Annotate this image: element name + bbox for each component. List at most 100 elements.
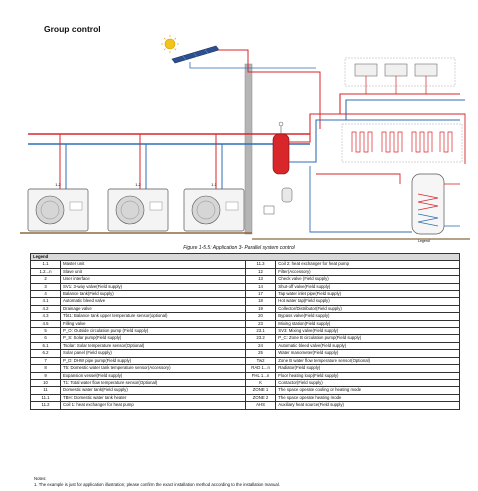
legend-description: TBH: Domestic water tank heater [60, 393, 246, 403]
legend-code: 1.1 [29, 260, 62, 269]
balance-tank [272, 121, 290, 175]
expansion-vessel [281, 187, 293, 203]
legend-code: ZONE 1 [244, 386, 277, 395]
legend-code: 10 [29, 378, 62, 388]
legend-code: 7 [29, 356, 62, 366]
legend-code: 13 [244, 275, 277, 284]
legend-code: 11 [29, 386, 62, 395]
legend-description: Tap water inlet pipe(Field supply) [275, 290, 460, 299]
legend-code: 3 [29, 282, 62, 292]
legend-description: Coil 2: heat exchanger for heat pump [275, 260, 460, 269]
legend-code: 4.3 [29, 312, 62, 321]
legend-description: Drainage valve [60, 304, 246, 314]
legend-code: 5 [29, 327, 62, 336]
legend-code: 4.2 [29, 304, 62, 314]
page-title: Group control [44, 24, 101, 34]
legend-code: 23.2 [244, 334, 277, 343]
legend-description: P_D: DHW pipe pump(Field supply) [60, 356, 246, 366]
legend-code: 19 [244, 304, 277, 314]
legend-code: 18 [244, 297, 277, 306]
legend-description: Slave unit [60, 267, 246, 277]
legend-description: Coil 1: heat exchanger for heat pump [60, 401, 246, 410]
legend-code: FHL 1...n [244, 371, 277, 380]
legend-code: 14 [244, 282, 277, 292]
legend-description: Expansion vessel(Field supply) [60, 371, 246, 380]
legend-description: Auxiliary heat source(Field supply) [275, 401, 460, 410]
slave-unit-2 [107, 188, 169, 232]
legend-description: Radiator(Field supply) [275, 364, 460, 373]
legend-description: Filling valve [60, 319, 246, 329]
legend-code: 4 [29, 290, 62, 299]
legend-code: 11.3 [244, 260, 277, 269]
legend-code: 8 [29, 364, 62, 373]
notes-item: 1. The example is just for application i… [34, 482, 280, 487]
domestic-water-tank [411, 173, 460, 235]
legend-header: Legend [30, 252, 460, 262]
zone-pipes [289, 93, 466, 233]
unit-label: 1.1 [211, 182, 217, 187]
unit-label: 1.2 [135, 182, 141, 187]
legend-description: Filter(Accessory) [275, 267, 460, 277]
legend-description: Shut-off valve(Field supply) [275, 282, 460, 292]
legend-code: 12 [244, 267, 277, 277]
figure-caption: Figure 1-5.5: Application 3- Parallel sy… [183, 245, 295, 251]
legend-description: Floor heating loop(Field supply) [275, 371, 460, 380]
legend-description: P_C: Zone B circulation pump(Field suppl… [275, 334, 460, 343]
diagram-legend-tag: Legend [418, 239, 430, 243]
solar-return-pipe [189, 62, 316, 69]
legend-code: 11.2 [29, 401, 62, 410]
solar-pipe [218, 49, 321, 129]
legend-code: ZONE 2 [244, 393, 277, 403]
legend-description: T5: Domestic water tank temperature sens… [60, 364, 246, 373]
legend-code: 24 [244, 341, 277, 351]
legend-description: SV3: Mixing valve(Field supply) [275, 327, 460, 336]
floor-heating-loops [341, 123, 463, 163]
legend-description: Solar panel (Field supply) [60, 349, 246, 358]
legend-description: SV1: 3-way valve(Field supply) [60, 282, 246, 292]
legend-code: 1.2...n [29, 267, 62, 277]
legend-code: 6.2 [29, 349, 62, 358]
legend-description: Master unit [60, 260, 246, 269]
legend-description: Check valve (Field supply) [275, 275, 460, 284]
legend-description: P_S: Solar pump(Field supply) [60, 334, 246, 343]
legend-description: Domestic water tank(Field supply) [60, 386, 246, 395]
notes-heading: Notes: [34, 476, 47, 481]
master-unit [183, 188, 245, 232]
legend-code: AHS [244, 401, 277, 410]
legend-code: 17 [244, 290, 277, 299]
legend-code: 6 [29, 334, 62, 343]
legend-code: 23.1 [244, 327, 277, 336]
legend-description: Water manometer(Field supply) [275, 349, 460, 358]
legend-description: Automatic bleed valve(Field supply) [275, 341, 460, 351]
legend-description: Bypass valve(Field supply) [275, 312, 460, 321]
legend-description: Mixing station(Field supply) [275, 319, 460, 329]
legend-description: Automatic bleed valve [60, 297, 246, 306]
legend-code: 25 [244, 349, 277, 358]
legend-code: 6.1 [29, 341, 62, 351]
legend-description: Tbt1: Balance tank upper temperature sen… [60, 312, 246, 321]
legend-description: Contactor(Field supply) [275, 378, 460, 388]
legend-description: Balance tank(Field supply) [60, 290, 246, 299]
legend-code: 2 [29, 275, 62, 284]
legend-code: 4.1 [29, 297, 62, 306]
legend-description: P_O: Outside circulation pump (Field sup… [60, 327, 246, 336]
